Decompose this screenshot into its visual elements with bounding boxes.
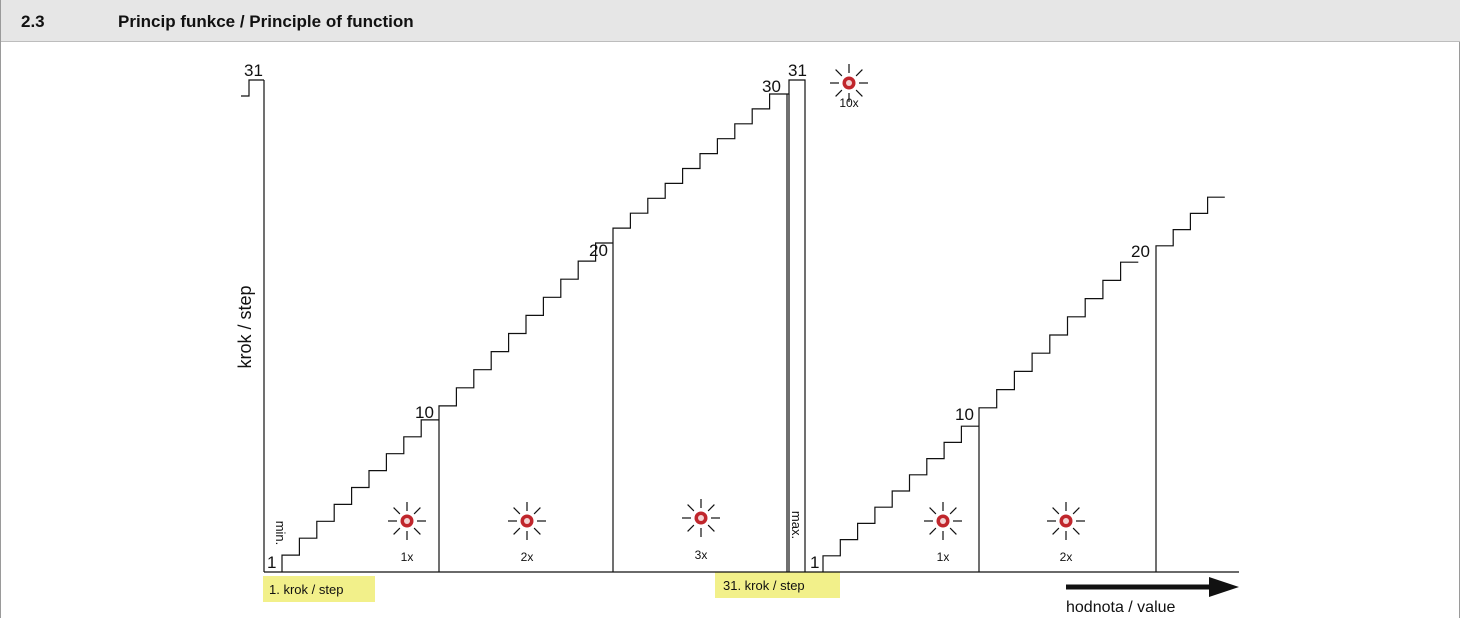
level-10-label: 10	[415, 403, 434, 422]
last-step-label: 31. krok / step	[723, 578, 805, 593]
level-31-label: 31	[788, 61, 807, 80]
step-31-bar	[787, 79, 806, 572]
first-step-highlight	[263, 576, 375, 602]
section-number: 2.3	[21, 12, 45, 31]
restart-level-1-label: 1	[810, 553, 819, 572]
blink-light-icon	[682, 499, 720, 537]
blink-ray	[533, 527, 541, 535]
blink-lamp-center	[940, 518, 946, 524]
blink-lamp-center	[524, 518, 530, 524]
blink-ray	[413, 527, 421, 535]
blink-ray	[1072, 507, 1080, 515]
first-step-label: 1. krok / step	[269, 582, 343, 597]
restart-level-10-label: 10	[955, 405, 974, 424]
blink-ray	[533, 507, 541, 515]
max-label: max.	[789, 511, 804, 539]
blink-ray	[687, 504, 695, 512]
blink-ray	[707, 504, 715, 512]
staircase-10-to-20	[438, 242, 613, 424]
blink-count-1x: 1x	[401, 550, 414, 564]
blink-ray	[929, 507, 937, 515]
prefix-step	[241, 79, 264, 97]
staircase-restart-1-to-10	[822, 425, 979, 572]
blink-ray	[1052, 527, 1060, 535]
level-31-prefix: 31	[244, 61, 263, 80]
blink-ray	[1052, 507, 1060, 515]
last-step-highlight	[715, 572, 840, 598]
blink-lamp-center	[698, 515, 704, 521]
blink-ray	[513, 507, 521, 515]
blink-ray	[1072, 527, 1080, 535]
blink-ray	[513, 527, 521, 535]
level-20-label: 20	[589, 241, 608, 260]
blink-light-icon	[924, 502, 962, 540]
min-label: min.	[273, 521, 288, 546]
value-arrow-head	[1209, 577, 1239, 597]
restart-blink-count-2x: 2x	[1060, 550, 1073, 564]
blink-ray	[393, 527, 401, 535]
staircase-1-to-10	[281, 419, 439, 572]
blink-light-icon	[1047, 502, 1085, 540]
blink-ray	[855, 89, 863, 97]
blink-ray	[949, 507, 957, 515]
staircase-20-to-30	[612, 93, 787, 243]
level-30-label: 30	[762, 77, 781, 96]
blink-ray	[687, 524, 695, 532]
staircase-continuation	[1155, 196, 1225, 262]
blink-ray	[949, 527, 957, 535]
blink-light-icon	[830, 64, 868, 102]
y-axis-label: krok / step	[235, 285, 255, 368]
blink-ray	[835, 89, 843, 97]
blink-ray	[855, 69, 863, 77]
blink-indicators	[388, 64, 1085, 540]
blink-ray	[835, 69, 843, 77]
blink-count-2x: 2x	[521, 550, 534, 564]
section-header: 2.3 Princip funkce / Principle of functi…	[1, 0, 1460, 42]
blink-light-icon	[508, 502, 546, 540]
section-title: Princip funkce / Principle of function	[118, 12, 414, 31]
blink-light-icon	[388, 502, 426, 540]
blink-lamp-center	[1063, 518, 1069, 524]
x-axis-label: hodnota / value	[1066, 599, 1176, 616]
blink-ray	[929, 527, 937, 535]
blink-lamp-center	[404, 518, 410, 524]
blink-ray	[707, 524, 715, 532]
restart-level-20-label: 20	[1131, 242, 1150, 261]
blink-count-3x: 3x	[695, 548, 708, 562]
staircase-restart-10-to-20	[978, 261, 1139, 426]
blink-count-10x: 10x	[839, 96, 858, 110]
level-1-label: 1	[267, 553, 276, 572]
restart-blink-count-1x: 1x	[937, 550, 950, 564]
blink-lamp-center	[846, 80, 852, 86]
blink-ray	[393, 507, 401, 515]
blink-ray	[413, 507, 421, 515]
